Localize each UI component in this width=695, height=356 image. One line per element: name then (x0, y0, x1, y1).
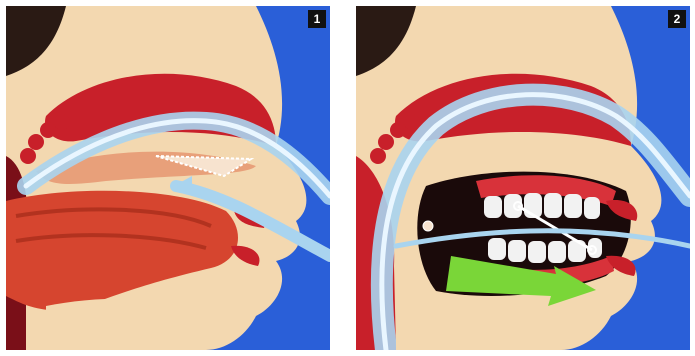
airway-illustration-2 (356, 6, 690, 350)
airway-illustration-1 (6, 6, 330, 350)
panel-1-illustration: 1 (6, 6, 330, 350)
chin (46, 299, 210, 351)
chin (396, 300, 565, 350)
panel-2-illustration: 2 (356, 6, 690, 350)
throat-marker (423, 221, 433, 231)
panel-number-badge: 2 (668, 10, 686, 28)
panel-number-badge: 1 (308, 10, 326, 28)
